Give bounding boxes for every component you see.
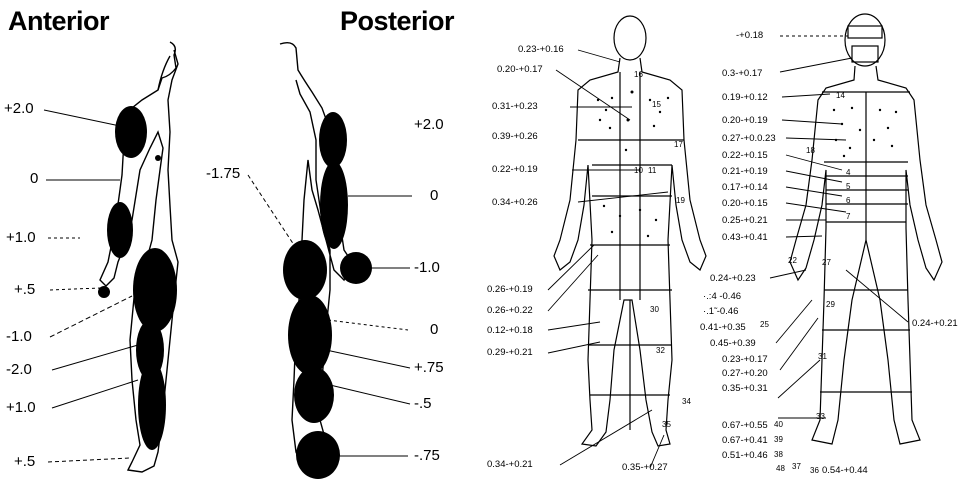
anterior-label: +1.0 [6, 229, 36, 246]
front-label: 0.17-+0.14 [722, 182, 768, 193]
front-label: 0.21-+0.19 [722, 166, 768, 177]
back-number: 35 [662, 420, 671, 429]
front-number: 39 [774, 435, 783, 444]
front-label: 0.20-+0.15 [722, 198, 768, 209]
back-label: 0.31-+0.23 [492, 101, 538, 112]
anterior-label: +1.0 [6, 399, 36, 416]
posterior-label: -1.0 [414, 259, 440, 276]
front-number: 37 [792, 462, 801, 471]
front-label: 0.20-+0.19 [722, 115, 768, 126]
front-label: 0.19-+0.12 [722, 92, 768, 103]
front-label: 0.24-+0.21 [912, 318, 958, 329]
posterior-blots [283, 112, 372, 479]
front-label: 0.51-+0.46 [722, 450, 768, 461]
back-number: 15 [652, 100, 661, 109]
anterior-label: 0 [30, 170, 38, 187]
posterior-label: -1.75 [206, 165, 240, 182]
back-label: 0.26-+0.22 [487, 305, 533, 316]
posterior-label: -.5 [414, 395, 432, 412]
front-number: 27 [822, 258, 831, 267]
front-label: ·.:4 -0.46 [703, 291, 741, 302]
posterior-label: 0 [430, 321, 438, 338]
front-label: 0.25-+0.21 [722, 215, 768, 226]
front-label: 0.3-+0.17 [722, 68, 762, 79]
front-label: 0.27-+0.0.23 [722, 133, 776, 144]
anterior-label: +2.0 [4, 100, 34, 117]
front-number: 29 [826, 300, 835, 309]
front-number: 22 [788, 256, 797, 265]
front-label: ·.1̃ -0.46 [703, 306, 738, 317]
front-number: 31 [818, 352, 827, 361]
front-number: 40 [774, 420, 783, 429]
front-label: 0.41-+0.35 [700, 322, 746, 333]
back-stipple [597, 91, 669, 238]
front-number: 4 [846, 168, 850, 177]
anterior-leader-lines [44, 110, 138, 462]
back-label: 0.34-+0.21 [487, 459, 533, 470]
front-label: 0.67-+0.41 [722, 435, 768, 446]
front-label: 0.23-+0.17 [722, 354, 768, 365]
front-number: 38 [774, 450, 783, 459]
front-number: 7 [846, 212, 850, 221]
back-number: 11 [648, 166, 656, 175]
anterior-label: +.5 [14, 453, 35, 470]
back-number: 34 [682, 397, 691, 406]
front-number: 14 [836, 91, 845, 100]
front-number: 5 [846, 182, 850, 191]
back-number: 16 [634, 70, 643, 79]
posterior-label: 0 [430, 187, 438, 204]
front-stipple [833, 107, 897, 157]
front-number: 48 [776, 464, 785, 473]
front-label: 0.24-+0.23 [710, 273, 756, 284]
back-number: 19 [676, 196, 685, 205]
posterior-label: +2.0 [414, 116, 444, 133]
front-label: 0.67-+0.55 [722, 420, 768, 431]
posterior-label: -.75 [414, 447, 440, 464]
anterior-label: +.5 [14, 281, 35, 298]
front-label: 0.22-+0.15 [722, 150, 768, 161]
front-number: 33 [816, 412, 825, 421]
back-label: 0.22-+0.19 [492, 164, 538, 175]
back-number: 17 [674, 140, 683, 149]
front-number: 6 [846, 196, 850, 205]
back-label: 0.35-+0.27 [622, 462, 668, 473]
back-label: 0.12-+0.18 [487, 325, 533, 336]
back-label: 0.29-+0.21 [487, 347, 533, 358]
front-label: 0.45-+0.39 [710, 338, 756, 349]
front-label: 0.35-+0.31 [722, 383, 768, 394]
anterior-label: -1.0 [6, 328, 32, 345]
back-label: 0.39-+0.26 [492, 131, 538, 142]
front-label: 0.43-+0.41 [722, 232, 768, 243]
front-label: -+0.18 [736, 30, 763, 41]
front-figure [790, 14, 942, 444]
anterior-blots [98, 106, 177, 450]
anterior-label: -2.0 [6, 361, 32, 378]
back-figure [554, 16, 706, 446]
front-number: 18 [806, 146, 815, 155]
back-leader-lines [548, 50, 668, 468]
back-number: 32 [656, 346, 665, 355]
front-number: 25 [760, 320, 769, 329]
back-label: 0.26-+0.19 [487, 284, 533, 295]
front-label: 0.27-+0.20 [722, 368, 768, 379]
back-label: 0.34-+0.26 [492, 197, 538, 208]
back-number: 30 [650, 305, 659, 314]
posterior-label: +.75 [414, 359, 444, 376]
back-label: 0.20-+0.17 [497, 64, 543, 75]
back-number: 10 [634, 166, 643, 175]
back-label: 0.23-+0.16 [518, 44, 564, 55]
front-number: 36 [810, 466, 819, 475]
front-label: 0.54-+0.44 [822, 465, 868, 476]
